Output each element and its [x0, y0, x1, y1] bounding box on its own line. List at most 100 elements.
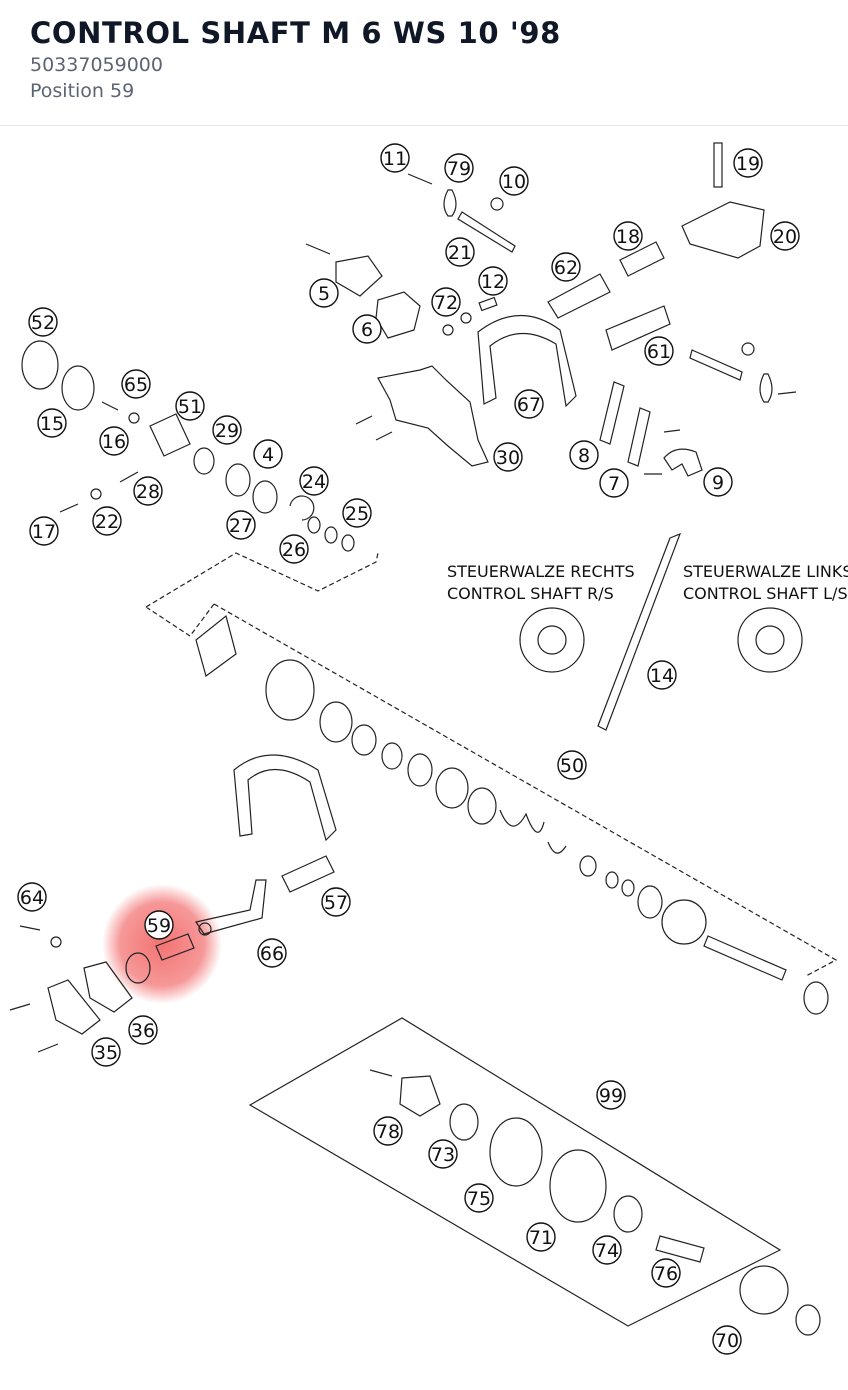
callout-circle-59[interactable] [144, 910, 174, 940]
part-20-shape [681, 201, 765, 259]
callout-label-59: 59 [147, 915, 171, 937]
callout-label-9: 9 [712, 472, 724, 494]
part-30-shape [377, 365, 489, 467]
callout-circle-52[interactable] [28, 307, 58, 337]
callout-circle-28[interactable] [133, 476, 163, 506]
pump-assembly-outline [248, 1017, 782, 1327]
callout-circle-64[interactable] [17, 882, 47, 912]
callout-circle-7[interactable] [599, 468, 629, 498]
part-75-shape [489, 1117, 543, 1187]
part-6-shape [375, 291, 421, 339]
callout-label-26: 26 [282, 539, 306, 561]
callout-circle-70[interactable] [712, 1325, 742, 1355]
callout-label-8: 8 [578, 445, 590, 467]
callout-circle-75[interactable] [464, 1183, 494, 1213]
callout-label-78: 78 [376, 1121, 400, 1143]
part-79-shape [443, 189, 457, 217]
callout-label-67: 67 [517, 394, 541, 416]
callout-circle-15[interactable] [37, 408, 67, 438]
part-14-shape [597, 532, 682, 731]
part-35-shape [47, 979, 101, 1035]
callout-circle-17[interactable] [29, 516, 59, 546]
callout-circle-8[interactable] [569, 440, 599, 470]
callout-label-19: 19 [736, 153, 760, 175]
callout-circle-4[interactable] [253, 439, 283, 469]
callout-circle-9[interactable] [703, 467, 733, 497]
part-62-shape [547, 273, 611, 319]
callout-circle-73[interactable] [428, 1139, 458, 1169]
control-shaft-right-gear [519, 607, 585, 673]
callout-label-61: 61 [647, 341, 671, 363]
callout-circle-16[interactable] [99, 426, 129, 456]
part-59-shape [155, 933, 195, 961]
callout-circle-72[interactable] [431, 287, 461, 317]
callout-circle-10[interactable] [499, 166, 529, 196]
callout-circle-51[interactable] [175, 391, 205, 421]
part-22b-shape [50, 936, 62, 948]
callout-label-10: 10 [502, 171, 526, 193]
callout-circle-18[interactable] [613, 221, 643, 251]
callout-label-79: 79 [447, 158, 471, 180]
callout-label-75: 75 [467, 1188, 491, 1210]
part-61-shape [605, 305, 671, 351]
part-27d-shape [795, 1304, 821, 1336]
callout-circle-29[interactable] [212, 415, 242, 445]
callout-label-4: 4 [262, 444, 274, 466]
part-51-shape [149, 413, 191, 457]
callout-circle-6[interactable] [352, 314, 382, 344]
part-header: CONTROL SHAFT M 6 WS 10 '98 50337059000 … [0, 0, 848, 126]
callout-circle-11[interactable] [380, 143, 410, 173]
callout-circle-35[interactable] [91, 1037, 121, 1067]
callout-circle-50[interactable] [557, 750, 587, 780]
callout-circle-36[interactable] [128, 1015, 158, 1045]
callout-label-17: 17 [32, 521, 56, 543]
callout-label-21: 21 [448, 242, 472, 264]
callout-label-28: 28 [136, 481, 160, 503]
callout-circle-19[interactable] [733, 148, 763, 178]
callout-label-66: 66 [260, 943, 284, 965]
callout-circle-5[interactable] [309, 278, 339, 308]
callout-circle-24[interactable] [299, 466, 329, 496]
callout-circle-62[interactable] [551, 252, 581, 282]
callout-circle-30[interactable] [493, 442, 523, 472]
part-27c-shape [125, 952, 151, 984]
callout-circle-21[interactable] [445, 237, 475, 267]
callout-label-99: 99 [599, 1085, 623, 1107]
callout-circle-78[interactable] [373, 1116, 403, 1146]
callout-label-62: 62 [554, 257, 578, 279]
callout-label-11: 11 [383, 148, 407, 170]
callout-circle-99[interactable] [596, 1080, 626, 1110]
shaft-pin [703, 935, 787, 981]
control-shaft-left-gear [737, 607, 803, 673]
callout-circle-27[interactable] [226, 510, 256, 540]
callout-label-25: 25 [345, 503, 369, 525]
spring-small [547, 841, 567, 854]
callout-circle-76[interactable] [651, 1258, 681, 1288]
shaft-assembly-outline [145, 552, 838, 977]
callout-circle-12[interactable] [478, 266, 508, 296]
callout-circle-65[interactable] [121, 369, 151, 399]
exploded-diagram: STEUERWALZE RECHTS CONTROL SHAFT R/S STE… [0, 127, 848, 1390]
callout-label-73: 73 [431, 1144, 455, 1166]
callout-circle-26[interactable] [279, 534, 309, 564]
callout-circle-66[interactable] [257, 938, 287, 968]
callout-circle-14[interactable] [647, 660, 677, 690]
callout-circle-22[interactable] [92, 506, 122, 536]
callout-circle-61[interactable] [644, 336, 674, 366]
callout-circle-67[interactable] [514, 389, 544, 419]
callout-circle-20[interactable] [770, 221, 800, 251]
part-21-shape [457, 211, 516, 253]
part-36-shape [83, 961, 133, 1013]
callout-circle-74[interactable] [592, 1235, 622, 1265]
callout-label-57: 57 [324, 892, 348, 914]
callout-circle-57[interactable] [321, 887, 351, 917]
callout-circle-71[interactable] [526, 1222, 556, 1252]
diagram-canvas: STEUERWALZE RECHTS CONTROL SHAFT R/S STE… [9, 142, 848, 1355]
part-position: Position 59 [30, 80, 135, 102]
part-title: CONTROL SHAFT M 6 WS 10 '98 [30, 16, 561, 50]
callout-circle-79[interactable] [444, 153, 474, 183]
sector-shape [233, 754, 337, 842]
callout-circle-25[interactable] [342, 498, 372, 528]
callout-label-5: 5 [318, 283, 330, 305]
